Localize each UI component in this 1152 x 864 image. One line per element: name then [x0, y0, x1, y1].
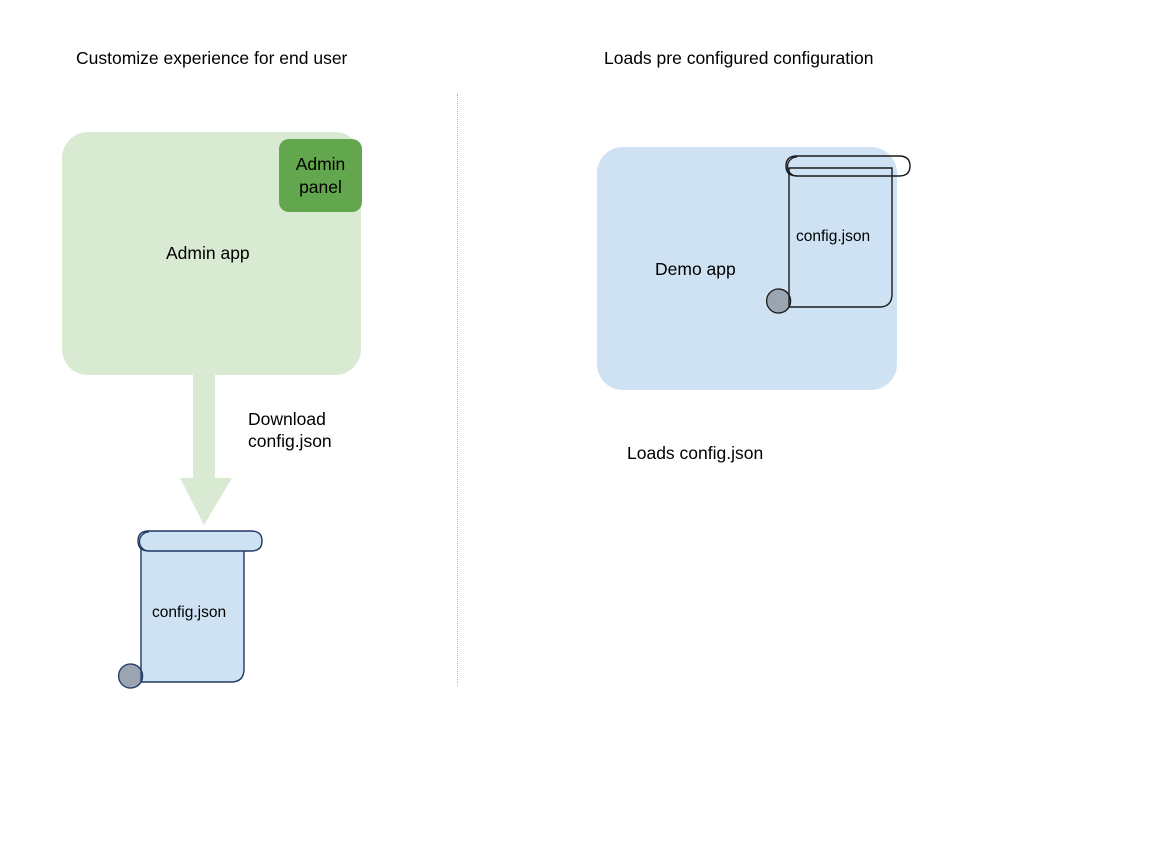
admin-panel-chip[interactable]: Admin panel [279, 139, 362, 212]
left-column-heading: Customize experience for end user [76, 48, 348, 68]
config-json-scroll-right-label: config.json [796, 228, 871, 245]
demo-app-label: Demo app [655, 259, 736, 279]
admin-panel-label: Admin panel [295, 154, 346, 197]
admin-app-label: Admin app [166, 243, 250, 263]
config-json-scroll-left [117, 527, 270, 692]
config-json-scroll-left-label: config.json [152, 604, 227, 621]
demo-app-box [597, 147, 897, 390]
vertical-dotted-divider [457, 94, 458, 686]
download-arrow-label: Download config.json [248, 409, 332, 452]
right-column-heading: Loads pre configured configuration [604, 48, 874, 68]
config-json-scroll-right [765, 152, 918, 317]
download-arrow-icon [178, 374, 234, 527]
loads-config-caption: Loads config.json [627, 443, 764, 463]
